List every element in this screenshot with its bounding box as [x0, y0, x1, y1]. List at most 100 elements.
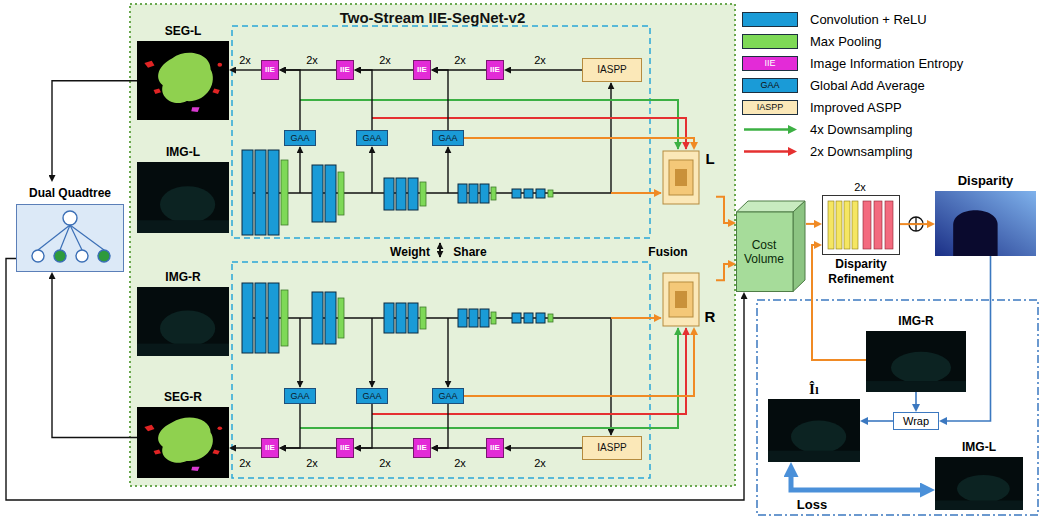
label-slot: Weight	[390, 242, 430, 260]
warp-box: Wrap	[893, 412, 939, 430]
label-slot: 2x	[454, 453, 466, 471]
conv-blocks	[536, 313, 545, 323]
quadtree-art	[16, 204, 124, 272]
entropy-box: IIE	[336, 60, 354, 80]
entropy-box: IIE	[261, 438, 279, 458]
quadtree-art	[38, 225, 104, 250]
image-picture	[935, 457, 1023, 510]
image-picture	[218, 427, 223, 431]
image-picture	[935, 457, 1023, 510]
image-picture	[218, 63, 223, 67]
downsampling-4x	[300, 100, 678, 149]
input-image: IMG-R	[137, 268, 229, 356]
quadtree-art	[32, 250, 44, 262]
shape-art	[874, 201, 882, 249]
legend-row: GAA Global Add Average	[742, 74, 963, 96]
conv-blocks	[242, 150, 545, 353]
region-title: Two-Stream IIE-SegNet-v2	[340, 9, 526, 26]
conv-blocks	[255, 283, 266, 353]
legend-line-sample	[742, 122, 798, 137]
box-label: Wrap	[903, 416, 929, 427]
conv-blocks	[312, 292, 323, 344]
box-label: IASPP	[597, 443, 626, 453]
aspp-box: IASPP	[582, 436, 642, 460]
annotation-label: Weight	[390, 245, 430, 259]
legend-line-sample	[744, 150, 789, 153]
box-label: IIE	[340, 444, 350, 452]
pool-blocks	[420, 307, 426, 329]
box-label: IIE	[417, 444, 427, 452]
legend-row: Max Pooling	[742, 30, 963, 52]
box-label: GAA	[362, 392, 381, 401]
label-slot: Fusion	[648, 242, 687, 260]
conv-blocks	[384, 303, 394, 333]
gaa-box: GAA	[432, 388, 464, 404]
image-picture	[137, 287, 229, 356]
image-picture	[137, 344, 229, 356]
encoder-wires	[610, 318, 611, 435]
image-picture	[154, 450, 161, 455]
image-picture	[935, 191, 1036, 256]
stream-frame	[232, 26, 650, 238]
quadtree-art	[76, 250, 88, 262]
image-picture	[137, 287, 229, 356]
shape-art	[663, 151, 699, 204]
shape-art	[663, 273, 699, 326]
box-label: GAA	[290, 134, 309, 143]
label-slot: 2x	[306, 50, 318, 68]
weight-share-arrow	[439, 243, 441, 257]
shape-art	[863, 201, 871, 249]
encoder-output	[611, 192, 661, 194]
segmentation-image: SEG-L	[137, 22, 229, 120]
conv-blocks	[396, 303, 406, 333]
quadtree-art	[16, 204, 124, 272]
shape-art	[885, 201, 893, 249]
legend-row: Convolution + ReLU	[742, 8, 963, 30]
connector	[865, 420, 893, 422]
quadtree-art	[54, 250, 66, 262]
downsampling-2x	[372, 118, 686, 414]
quadtree-art	[60, 225, 70, 250]
legend-row: 4x Downsampling	[742, 118, 963, 140]
legend-text: Convolution + ReLU	[810, 12, 927, 27]
shape-art	[662, 150, 700, 205]
reconstructed-image: Îₗ	[768, 380, 860, 462]
legend-text: Global Add Average	[810, 78, 925, 93]
label-slot: 2x	[854, 177, 866, 195]
fusion-side-label: L	[704, 150, 716, 168]
pool-blocks	[281, 160, 288, 225]
fusion-side-label: R	[704, 308, 716, 326]
image-picture	[137, 287, 229, 356]
box-label: IIE	[265, 66, 275, 74]
legend: Convolution + ReLUMax PoolingIIEImage In…	[742, 8, 963, 162]
quadtree-art	[17, 205, 124, 272]
input-image: IMG-L	[137, 143, 229, 233]
swatch-label: IIE	[764, 59, 775, 68]
image-label: IMG-L	[935, 438, 1023, 456]
scale-label: 2x	[379, 457, 391, 469]
label-slot: 2x	[379, 50, 391, 68]
legend-row: IASPPImproved ASPP	[742, 96, 963, 118]
image-picture	[158, 53, 213, 103]
legend-line-sample	[744, 128, 789, 131]
scale-label: 2x	[534, 54, 546, 66]
downsampling-2x	[372, 328, 686, 414]
stream-frame	[232, 262, 650, 478]
conv-blocks	[396, 178, 406, 210]
connector	[233, 447, 261, 448]
image-label: Îₗ	[768, 380, 860, 398]
conv-blocks	[469, 184, 478, 203]
box-label: IIE	[265, 444, 275, 452]
connector	[358, 404, 372, 448]
conv-blocks	[458, 309, 467, 327]
image-picture	[160, 310, 215, 346]
image-label: SEG-R	[137, 388, 229, 406]
legend-swatch: GAA	[742, 78, 798, 93]
quadtree-box: Dual Quadtree	[16, 182, 124, 272]
shape-art	[828, 201, 834, 249]
entropy-box: IIE	[486, 438, 504, 458]
legend-line-sample	[788, 125, 797, 134]
pool-blocks	[491, 187, 496, 200]
image-picture	[791, 420, 846, 453]
image-picture	[768, 399, 860, 462]
